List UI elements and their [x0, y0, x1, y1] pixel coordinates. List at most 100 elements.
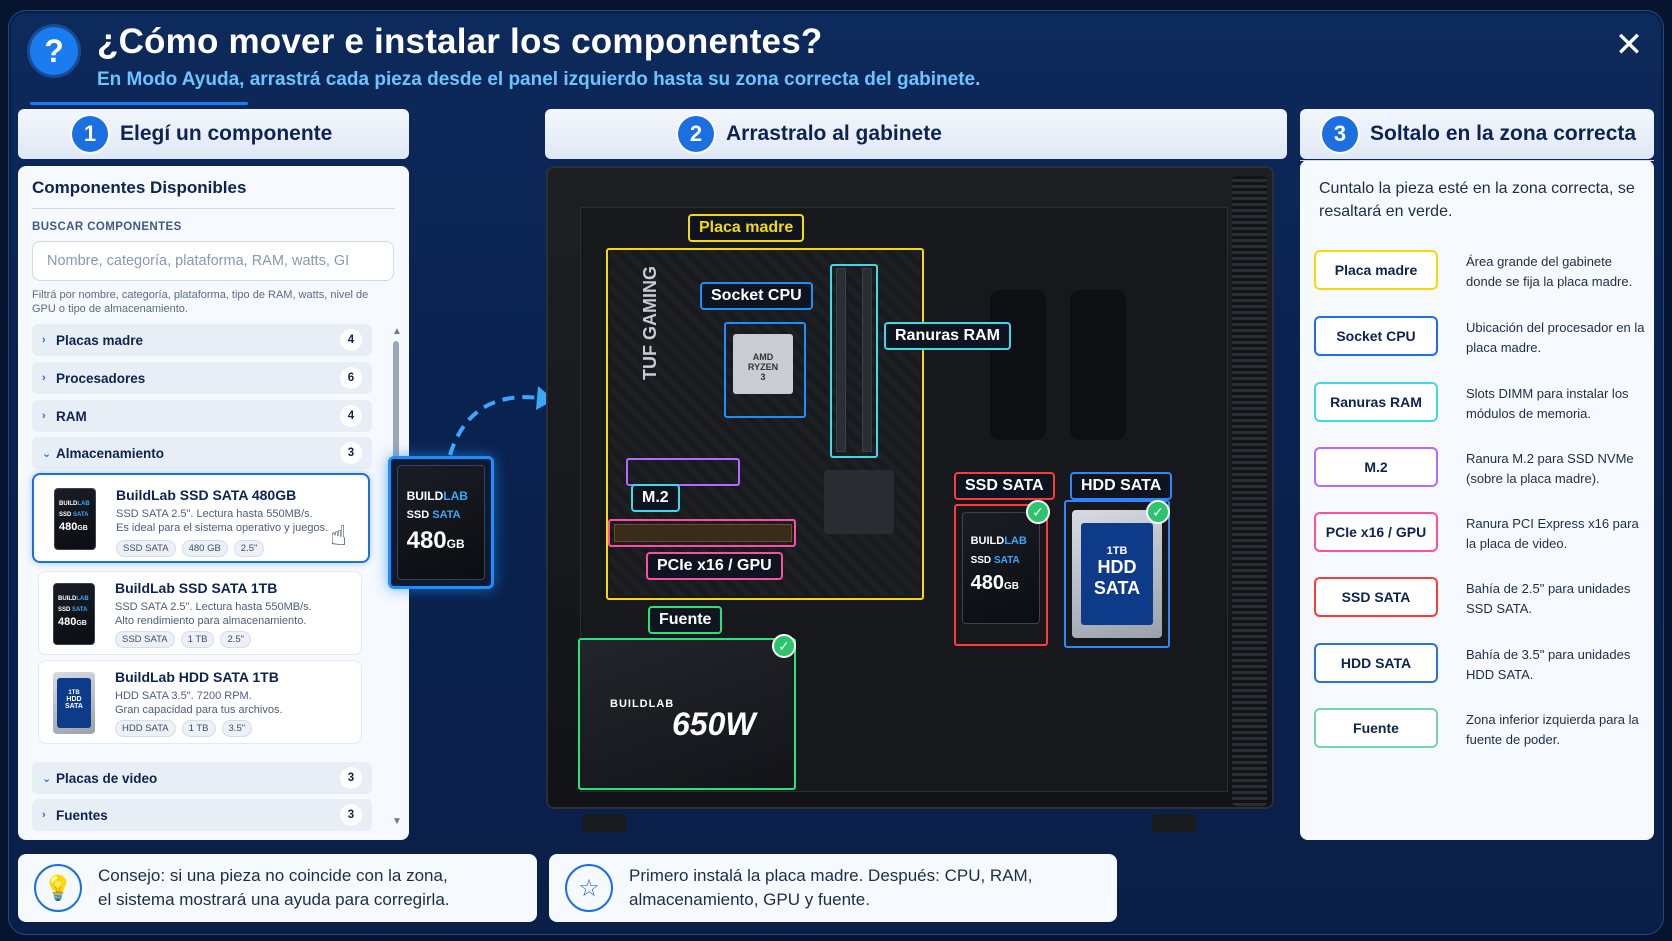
category-count: 3	[340, 804, 362, 826]
zone-ssd-sata[interactable]	[954, 504, 1048, 646]
tag: SSD SATA	[115, 631, 175, 648]
brand-a: BUILD	[59, 501, 78, 507]
legend-ssd-sata: SSD SATA Bahía de 2.5" para unidades SSD…	[1314, 577, 1644, 623]
zone-fuente[interactable]	[578, 638, 796, 790]
chevron-right-icon: ›	[42, 410, 46, 422]
tip-line-2: el sistema mostrará una ayuda para corre…	[98, 890, 450, 909]
legend-desc: Ubicación del procesador en la placa mad…	[1466, 320, 1645, 355]
hdd-type: HDD SATA	[64, 696, 83, 711]
ram-slot	[836, 268, 846, 452]
step-3-number: 3	[1322, 116, 1358, 152]
type-a: SSD	[406, 508, 430, 521]
scrollbar[interactable]: ▲	[392, 326, 402, 826]
case-foot	[1152, 814, 1196, 832]
type-a: SSD	[58, 606, 71, 613]
chevron-right-icon: ›	[42, 809, 46, 821]
hdd-type: HDD SATA	[1093, 556, 1141, 598]
legend-desc: Zona inferior izquierda para la fuente d…	[1466, 712, 1639, 747]
divider	[32, 208, 395, 209]
legend-pill: Fuente	[1314, 708, 1438, 748]
dragged-ssd[interactable]: BUILDLAB SSD SATA 480GB	[388, 456, 494, 589]
tip-orden: ☆ Primero instalá la placa madre. Despué…	[549, 854, 1117, 922]
category-label: Placas madre	[56, 332, 144, 348]
category-placas-madre[interactable]: › Placas madre 4	[32, 324, 372, 356]
zone-socket-cpu[interactable]	[724, 322, 806, 418]
zone-pcie[interactable]	[608, 519, 796, 547]
tag: SSD SATA	[116, 540, 176, 557]
legend-pill: Placa madre	[1314, 250, 1438, 290]
category-label: Placas de video	[56, 770, 158, 786]
zones-intro: Cuntalo la pieza esté en la zona correct…	[1319, 180, 1635, 220]
scrollbar-thumb[interactable]	[393, 341, 399, 461]
zone-ranuras-ram[interactable]	[830, 264, 878, 458]
chevron-down-icon: ⌄	[42, 772, 52, 785]
component-desc: HDD SATA 3.5". 7200 RPM. Gran capacidad …	[115, 689, 355, 717]
legend-desc: Ranura M.2 para SSD NVMe (sobre la placa…	[1466, 451, 1634, 486]
component-tags: SSD SATA 480 GB 2.5"	[116, 540, 265, 557]
tip-text: Consejo: si una pieza no coincide con la…	[98, 864, 450, 912]
unit: GB	[446, 537, 465, 552]
category-almacenamiento[interactable]: ⌄ Almacenamiento 3	[32, 437, 372, 469]
category-label: Procesadores	[56, 370, 146, 386]
legend-pill: M.2	[1314, 447, 1438, 487]
cpu-line-1: AMD	[752, 352, 774, 362]
scroll-down-icon[interactable]: ▼	[392, 816, 402, 827]
zone-label-fuente: Fuente	[648, 606, 723, 634]
component-card-ssd-480[interactable]: BUILDLAB SSD SATA 480GB BuildLab SSD SAT…	[32, 473, 370, 563]
category-procesadores[interactable]: › Procesadores 6	[32, 362, 372, 394]
dialog-subtitle: En Modo Ayuda, arrastrá cada pieza desde…	[97, 69, 981, 90]
step-3-header: 3 Soltalo en la zona correcta	[1300, 109, 1654, 159]
tag: 2.5"	[220, 631, 252, 648]
component-tags: SSD SATA 1 TB 2.5"	[115, 631, 252, 648]
zones-panel-divider	[1300, 160, 1654, 161]
desc-line-2: Es ideal para el sistema operativo y jue…	[116, 522, 329, 534]
tip-line-1: Primero instalá la placa madre. Después:…	[629, 866, 1033, 885]
chevron-down-icon: ⌄	[42, 447, 52, 460]
type-b: SATA	[993, 554, 1020, 566]
step-2-label: Arrastralo al gabinete	[726, 122, 942, 145]
hdd-capacity: 1TB	[68, 690, 80, 697]
drag-arrow-icon	[448, 386, 554, 456]
category-placas-de-video[interactable]: ⌄ Placas de video 3	[32, 762, 372, 794]
zone-label-placa-madre: Placa madre	[688, 214, 805, 242]
zone-placa-madre[interactable]	[606, 248, 924, 600]
category-fuentes[interactable]: › Fuentes 3	[32, 799, 372, 831]
legend-m2: M.2 Ranura M.2 para SSD NVMe (sobre la p…	[1314, 447, 1644, 493]
tag: 3.5"	[221, 720, 253, 737]
component-desc: SSD SATA 2.5". Lectura hasta 550MB/s. Al…	[115, 600, 355, 628]
unit: GB	[76, 620, 87, 628]
step-2-number: 2	[678, 116, 714, 152]
zone-m2[interactable]	[626, 458, 740, 486]
lightbulb-icon: 💡	[34, 864, 82, 912]
capacity: 480	[406, 527, 447, 555]
tag: 1 TB	[181, 720, 216, 737]
desc-line-1: SSD SATA 2.5". Lectura hasta 550MB/s.	[115, 601, 312, 613]
component-desc: SSD SATA 2.5". Lectura hasta 550MB/s. Es…	[116, 507, 356, 535]
capacity: 480	[59, 521, 78, 534]
star-icon: ☆	[565, 864, 613, 912]
component-card-ssd-1tb[interactable]: BUILDLAB SSD SATA 480GB BuildLab SSD SAT…	[38, 571, 362, 655]
category-ram[interactable]: › RAM 4	[32, 400, 372, 432]
drive-cage	[990, 290, 1046, 440]
step-3-label: Soltalo en la zona correcta	[1370, 122, 1637, 145]
close-icon[interactable]: ✕	[1614, 26, 1644, 64]
scroll-up-icon[interactable]: ▲	[392, 326, 402, 337]
category-count: 4	[340, 405, 362, 427]
case-vent	[1232, 176, 1267, 806]
tip-line-2: almacenamiento, GPU y fuente.	[629, 890, 870, 909]
legend-hdd-sata: HDD SATA Bahía de 3.5" para unidades HDD…	[1314, 643, 1644, 689]
installed-ssd: BUILDLAB SSD SATA 480GB	[962, 512, 1040, 624]
desc-line-2: Gran capacidad para tus archivos.	[115, 704, 283, 716]
zone-label-pcie: PCIe x16 / GPU	[646, 552, 783, 580]
psu-watts: 650W	[672, 706, 756, 742]
desc-line-2: Alto rendimiento para almacenamiento.	[115, 615, 307, 627]
search-input[interactable]	[32, 241, 394, 281]
legend-fuente: Fuente Zona inferior izquierda para la f…	[1314, 708, 1644, 754]
legend-desc: Slots DIMM para instalar los módulos de …	[1466, 386, 1629, 421]
legend-desc: Bahía de 2.5" para unidades SSD SATA.	[1466, 581, 1631, 616]
zone-hdd-sata[interactable]	[1064, 500, 1170, 648]
category-count: 3	[340, 442, 362, 464]
ram-slot	[862, 268, 872, 452]
